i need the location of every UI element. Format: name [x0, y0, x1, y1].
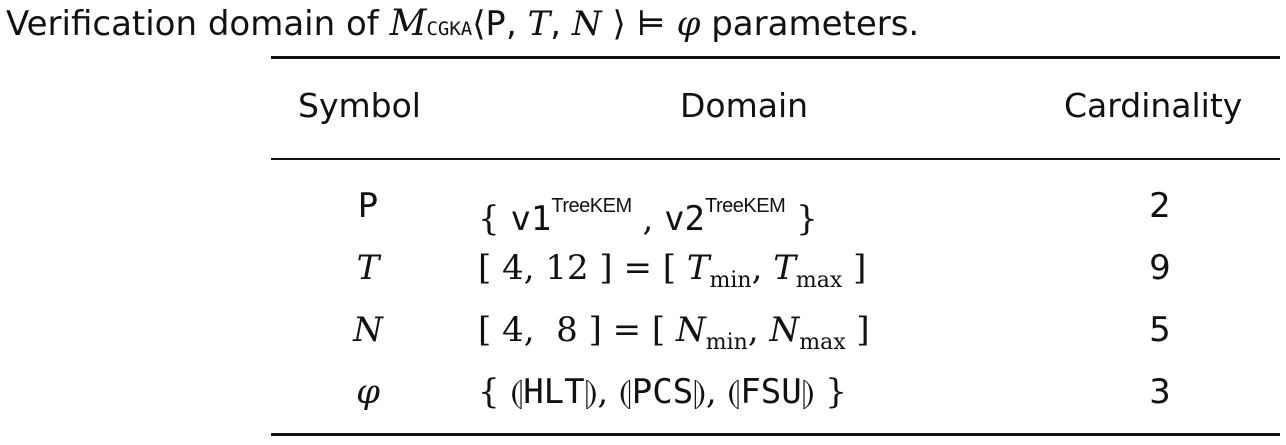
caption-model-subscript: CGKA	[426, 18, 473, 40]
row-domain: { ⦇HLT⦈, ⦇PCS⦈, ⦇FSU⦈ }	[478, 372, 847, 412]
caption-arg-t: T	[527, 4, 551, 44]
caption-phi: φ	[676, 4, 701, 44]
property-hlt: HLT	[523, 372, 585, 412]
caption-prefix: Verification domain of	[6, 4, 390, 44]
header-symbol: Symbol	[298, 86, 421, 125]
header-cardinality: Cardinality	[1064, 86, 1243, 125]
table-caption: Verification domain of MCGKA⟨P, T, N ⟩ ⊨…	[6, 3, 920, 44]
caption-arg-n: N	[571, 4, 602, 44]
caption-model-symbol: M	[389, 3, 427, 44]
protocol-v1-sup: TreeKEM	[551, 195, 632, 217]
caption-models-symbol: ⊨	[636, 4, 666, 44]
property-fsu: FSU	[740, 372, 802, 412]
row-cardinality: 3	[1149, 372, 1171, 412]
table-top-rule	[271, 56, 1280, 59]
row-symbol: T	[356, 248, 380, 288]
table-header-rule	[271, 158, 1280, 160]
table-bottom-rule	[271, 433, 1280, 436]
property-pcs: PCS	[631, 372, 694, 412]
row-cardinality: 2	[1149, 186, 1171, 226]
caption-right-angle: ⟩	[612, 4, 626, 44]
protocol-v2: v2	[664, 199, 706, 239]
row-domain: [ 4, 12 ] = [ Tmin, Tmax ]	[478, 248, 867, 293]
row-symbol: φ	[356, 372, 380, 412]
row-symbol: N	[353, 310, 383, 350]
caption-left-angle: ⟨	[472, 4, 486, 44]
row-cardinality: 9	[1149, 248, 1171, 288]
row-domain: [ 4, 8 ] = [ Nmin, Nmax ]	[478, 310, 870, 355]
row-domain: { v1TreeKEM , v2TreeKEM }	[478, 195, 818, 239]
header-domain: Domain	[680, 86, 809, 125]
protocol-v1: v1	[510, 199, 552, 239]
caption-suffix: parameters.	[700, 4, 920, 44]
row-cardinality: 5	[1149, 310, 1171, 350]
row-symbol: P	[357, 186, 379, 226]
protocol-v2-sup: TreeKEM	[705, 195, 786, 217]
caption-arg-p: P	[485, 4, 506, 44]
